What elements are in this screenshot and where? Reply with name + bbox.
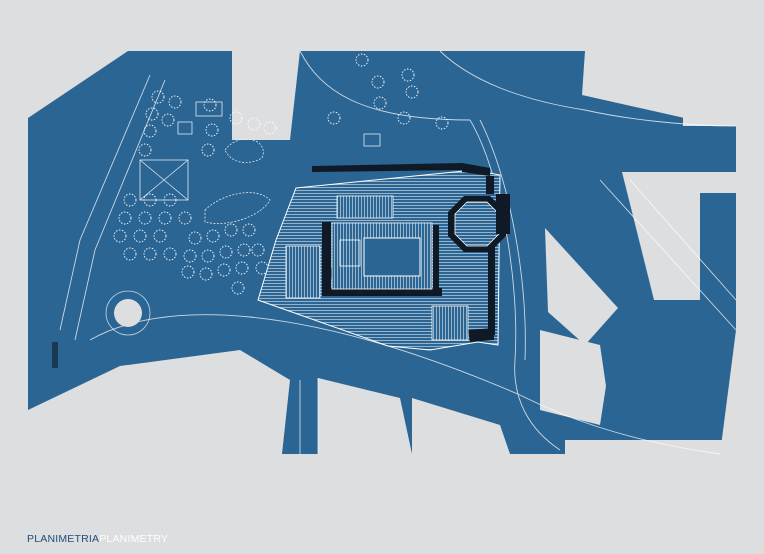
plaza-structures	[139, 101, 381, 224]
block-mid-right	[545, 228, 618, 345]
building-inner	[285, 195, 469, 341]
block-top-left	[28, 51, 128, 118]
caption-secondary: PLANIMETRY	[99, 533, 169, 545]
plan-caption: PLANIMETRIAPLANIMETRY	[27, 533, 168, 545]
block-top-center	[232, 51, 300, 140]
building-walls	[312, 163, 495, 342]
block-right-corner	[683, 51, 736, 126]
block-bottom-right	[565, 440, 736, 454]
caption-primary: PLANIMETRIA	[27, 533, 100, 545]
road-lines	[59, 50, 737, 455]
block-bottom-center	[318, 378, 412, 454]
block-bottom-center-b	[412, 398, 510, 454]
roundabout-island	[114, 299, 142, 327]
trees	[113, 53, 449, 295]
block-bottom-left	[28, 350, 290, 454]
block-right-lower	[720, 330, 736, 454]
block-lower-right-b	[540, 386, 606, 425]
city-blocks	[28, 51, 736, 454]
octagonal-tower	[448, 196, 506, 252]
block-lower-right-a	[540, 330, 606, 386]
